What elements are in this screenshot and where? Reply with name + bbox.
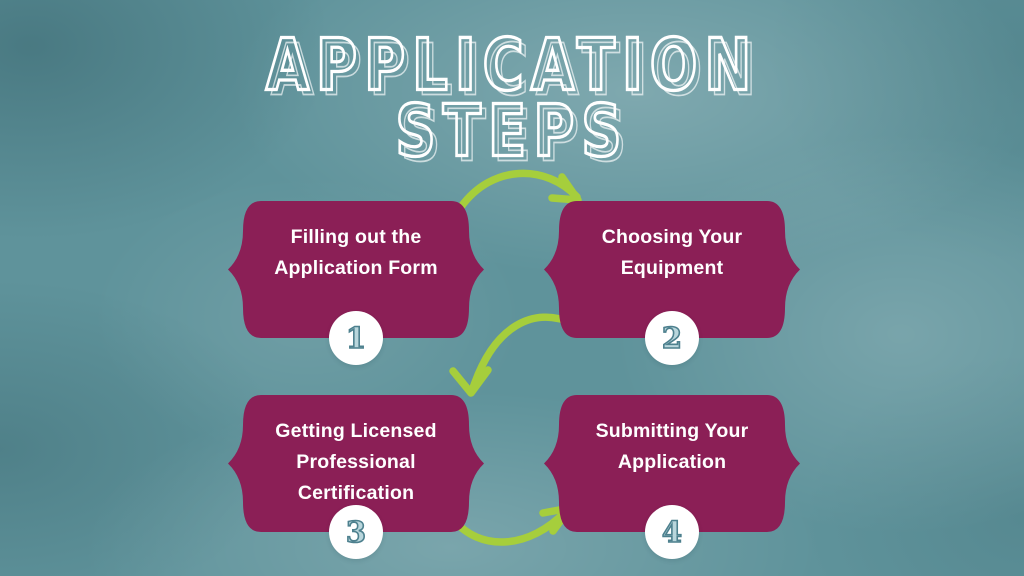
step-4-card-shape xyxy=(544,395,800,532)
step-2-card-shape xyxy=(544,201,800,338)
step-2-card: Choosing Your Equipment 2 xyxy=(544,201,800,365)
step-2-label: Choosing Your Equipment xyxy=(601,226,743,279)
step-3-number: 3 xyxy=(345,514,367,549)
step-3-label: Getting Licensed Professional Certificat… xyxy=(275,420,437,504)
step-4-card: Submitting Your Application 4 xyxy=(544,395,800,559)
step-4-number: 4 xyxy=(661,514,683,549)
step-3-card-shape xyxy=(228,395,484,532)
step-1-card-shape xyxy=(228,201,484,338)
step-2-number-badge: 2 xyxy=(645,311,699,365)
step-4-label: Submitting Your Application xyxy=(595,420,749,473)
step-1-number: 1 xyxy=(345,320,367,355)
step-2-number: 2 xyxy=(661,320,683,355)
step-3-card: Getting Licensed Professional Certificat… xyxy=(228,395,484,559)
step-1-card: Filling out the Application Form 1 xyxy=(228,201,484,365)
step-4-number-badge: 4 xyxy=(645,505,699,559)
step-1-label: Filling out the Application Form xyxy=(274,226,438,279)
step-3-number-badge: 3 xyxy=(329,505,383,559)
step-1-number-badge: 1 xyxy=(329,311,383,365)
